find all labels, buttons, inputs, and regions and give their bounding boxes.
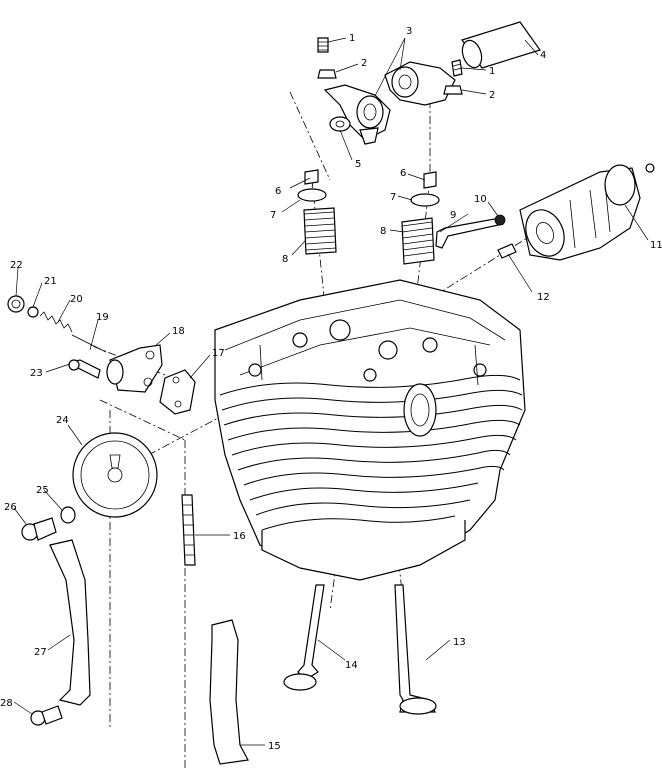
callout-6b: 6 bbox=[400, 168, 406, 179]
cylinder-head bbox=[214, 279, 526, 581]
callout-21: 21 bbox=[44, 276, 57, 287]
adjuster-screw-left bbox=[317, 37, 329, 53]
rocker-arm-right bbox=[384, 61, 456, 106]
cam-chain bbox=[181, 494, 196, 566]
callout-4: 4 bbox=[540, 50, 546, 61]
callout-2: 2 bbox=[361, 58, 367, 69]
callout-26: 26 bbox=[4, 502, 17, 513]
callout-3: 3 bbox=[406, 26, 412, 37]
rocker-shaft bbox=[461, 21, 541, 69]
callout-17: 17 bbox=[212, 348, 225, 359]
callout-12: 12 bbox=[537, 292, 550, 303]
callout-19: 19 bbox=[96, 312, 109, 323]
callout-23: 23 bbox=[30, 368, 43, 379]
tensioner-spring bbox=[39, 311, 73, 333]
sprocket-bolt bbox=[21, 517, 57, 541]
callout-25: 25 bbox=[36, 485, 49, 496]
guide-bolt bbox=[30, 705, 63, 726]
decompression-spring bbox=[494, 214, 506, 226]
valve-spring-right bbox=[401, 217, 435, 265]
callout-10: 10 bbox=[474, 194, 487, 205]
callout-16: 16 bbox=[233, 531, 246, 542]
valve-keeper-right bbox=[423, 171, 437, 189]
callout-labels: 1 1 2 2 3 4 5 6 6 7 7 8 8 9 10 11 12 13 … bbox=[0, 26, 662, 752]
callout-11: 11 bbox=[650, 240, 662, 251]
chain-guide-front bbox=[49, 539, 91, 706]
callout-20: 20 bbox=[70, 294, 83, 305]
adjuster-screw-right bbox=[451, 59, 463, 77]
callout-2b: 2 bbox=[489, 90, 495, 101]
spring-retainer-left bbox=[297, 188, 327, 202]
tensioner-rod bbox=[71, 334, 107, 353]
lock-nut-right bbox=[443, 85, 463, 95]
callout-7: 7 bbox=[270, 210, 276, 221]
valve-keeper-left bbox=[304, 169, 319, 185]
callout-6: 6 bbox=[275, 186, 281, 197]
callout-24: 24 bbox=[56, 415, 69, 426]
callout-18: 18 bbox=[172, 326, 185, 337]
callout-9: 9 bbox=[450, 210, 456, 221]
leader-lines bbox=[13, 37, 649, 746]
tensioner-mount-bolt bbox=[68, 359, 101, 379]
callout-8b: 8 bbox=[380, 226, 386, 237]
valve-exhaust bbox=[394, 584, 437, 715]
callout-27: 27 bbox=[34, 647, 47, 658]
decompression-lever bbox=[435, 217, 504, 249]
callout-7b: 7 bbox=[390, 192, 396, 203]
thrust-washer bbox=[329, 116, 351, 132]
tensioner-cap-bolt bbox=[7, 295, 25, 313]
cam-sprocket bbox=[72, 432, 158, 518]
tensioner-gasket bbox=[159, 369, 196, 415]
callout-14: 14 bbox=[345, 660, 358, 671]
callout-22: 22 bbox=[10, 260, 23, 271]
callout-1b: 1 bbox=[489, 66, 495, 77]
valve-spring-left bbox=[303, 207, 337, 255]
dowel-pin bbox=[497, 243, 517, 259]
chain-guide-rear bbox=[209, 619, 249, 765]
camshaft bbox=[519, 163, 655, 261]
callout-15: 15 bbox=[268, 741, 281, 752]
callout-13: 13 bbox=[453, 637, 466, 648]
callout-28: 28 bbox=[0, 698, 13, 709]
sprocket-washer bbox=[60, 506, 76, 524]
lock-nut-left bbox=[317, 69, 337, 79]
callout-8: 8 bbox=[282, 254, 288, 265]
valve-intake bbox=[283, 584, 325, 691]
tensioner-body bbox=[106, 344, 163, 393]
callout-5: 5 bbox=[355, 159, 361, 170]
tensioner-o-ring bbox=[27, 306, 39, 318]
rocker-arm-left bbox=[323, 84, 391, 145]
spring-retainer-right bbox=[410, 193, 440, 207]
callout-1: 1 bbox=[349, 33, 355, 44]
